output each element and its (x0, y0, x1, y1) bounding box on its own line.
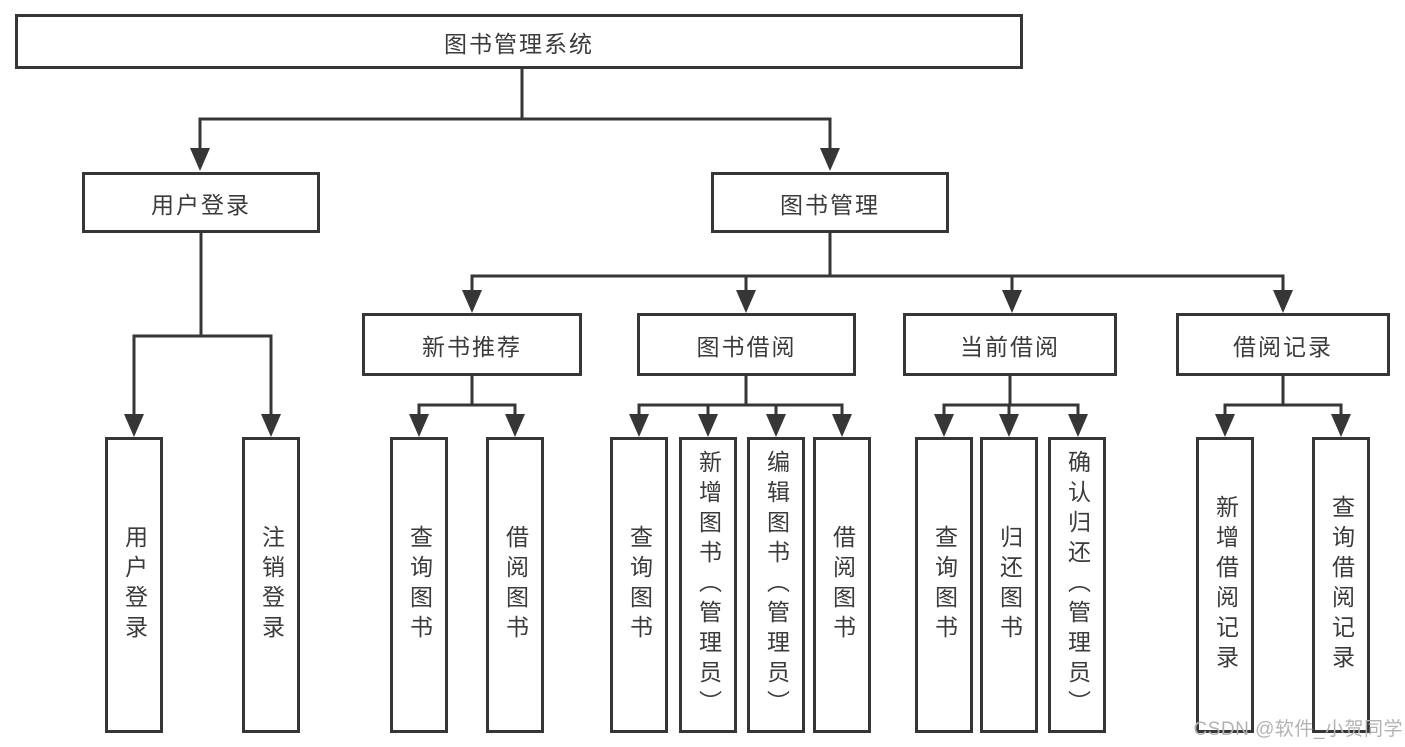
connector (470, 274, 1285, 292)
connector (1223, 403, 1343, 417)
node-bb-edit-books-admin: 编辑图书（管理员） (747, 437, 805, 733)
node-label: 归还图书 (996, 525, 1023, 645)
node-root: 图书管理系统 (15, 14, 1023, 69)
node-cb-query-books: 查询图书 (915, 437, 973, 733)
node-label: 图书借阅 (696, 333, 797, 360)
arrowheads (124, 148, 1351, 437)
node-label: 用户登录 (121, 525, 148, 645)
connector (198, 117, 832, 150)
node-label: 借阅图书 (502, 525, 529, 645)
node-label: 查询图书 (931, 525, 958, 645)
node-cb-confirm-return-admin: 确认归还（管理员） (1048, 437, 1106, 733)
node-label: 查询图书 (626, 525, 653, 645)
node-label: 借阅记录 (1233, 333, 1333, 360)
node-nbr-query-books: 查询图书 (390, 437, 448, 733)
node-root-label: 图书管理系统 (444, 30, 594, 57)
node-book-management: 图书管理 (711, 172, 949, 233)
node-label: 确认归还（管理员） (1064, 450, 1091, 720)
connector (637, 403, 844, 417)
node-bb-add-books-admin: 新增图书（管理员） (679, 437, 737, 733)
node-cb-return-books: 归还图书 (980, 437, 1038, 733)
node-new-book-recommend: 新书推荐 (362, 313, 582, 376)
node-bb-query-books: 查询图书 (610, 437, 668, 733)
node-label: 借阅图书 (829, 525, 856, 645)
connector (942, 403, 1080, 417)
node-label: 编辑图书（管理员） (763, 450, 790, 720)
node-label: 新增图书（管理员） (695, 450, 722, 720)
node-label: 新增借阅记录 (1212, 495, 1239, 675)
node-br-add-record: 新增借阅记录 (1196, 437, 1254, 733)
node-book-borrow: 图书借阅 (637, 313, 856, 376)
node-user-login-leaf: 用户登录 (105, 437, 163, 733)
node-label: 查询图书 (406, 525, 433, 645)
node-user-login-branch: 用户登录 (82, 172, 320, 233)
node-label: 用户登录 (151, 191, 251, 218)
node-label: 查询借阅记录 (1328, 495, 1355, 675)
node-current-borrow: 当前借阅 (903, 313, 1117, 376)
node-label: 图书管理 (780, 191, 880, 218)
node-borrow-records: 借阅记录 (1176, 313, 1390, 376)
node-bb-borrow-books: 借阅图书 (813, 437, 871, 733)
node-label: 新书推荐 (422, 333, 522, 360)
node-label: 当前借阅 (960, 333, 1060, 360)
node-logout: 注销登录 (242, 437, 300, 733)
connector (417, 403, 517, 417)
connector (132, 334, 273, 416)
node-br-query-record: 查询借阅记录 (1312, 437, 1370, 733)
csdn-watermark: CSDN @软件_小贺同学 (1193, 719, 1403, 740)
node-nbr-borrow-books: 借阅图书 (486, 437, 544, 733)
node-label: 注销登录 (258, 525, 285, 645)
